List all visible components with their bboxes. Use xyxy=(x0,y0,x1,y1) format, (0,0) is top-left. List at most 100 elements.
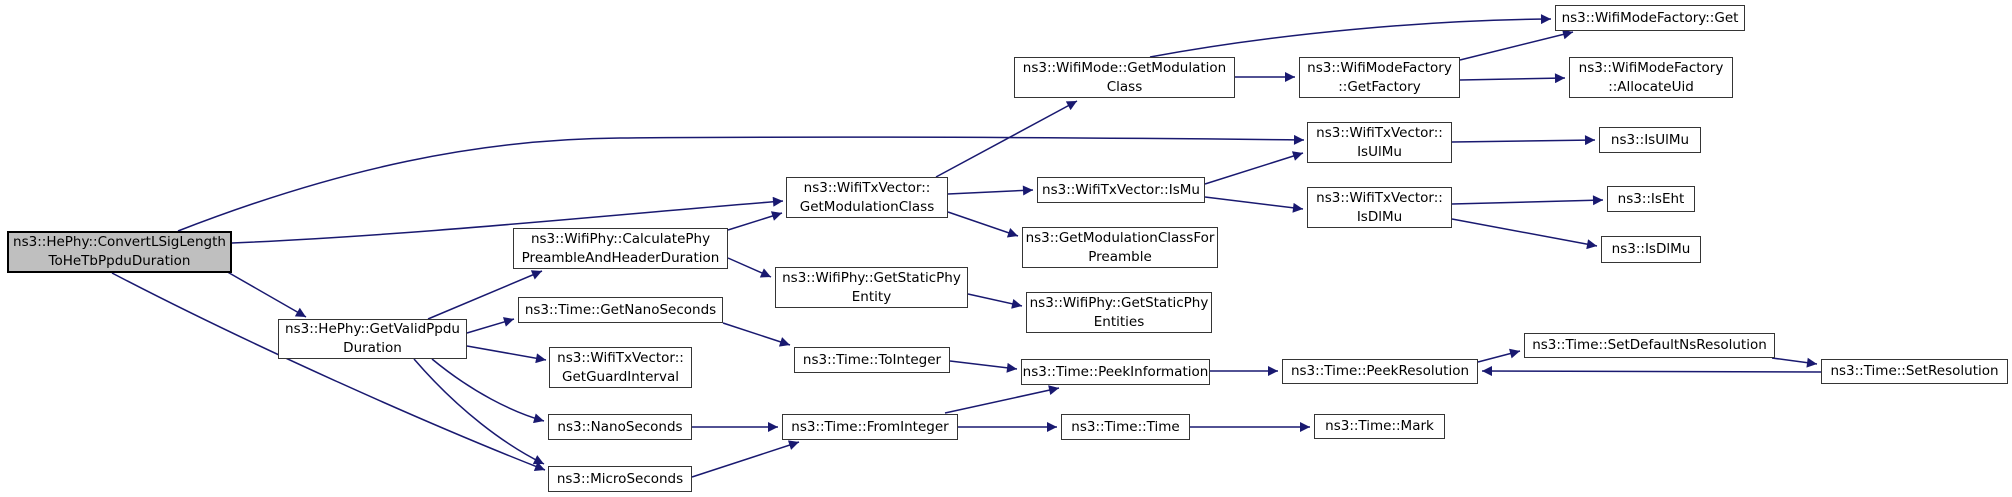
edge-tointeger-to-peekinfo xyxy=(949,360,1018,373)
node-isulmu[interactable]: ns3::IsUlMu xyxy=(1599,127,1701,153)
edge-convert-to-getvalid xyxy=(223,269,307,318)
edge-txgetmod-to-modegetmod xyxy=(935,100,1078,178)
edge-getstatic-to-getstatics xyxy=(967,293,1023,309)
node-txgetmod-label-line-0: ns3::WifiTxVector:: xyxy=(803,179,931,196)
edge-getvalid-to-calcphy xyxy=(427,270,543,320)
edge-convert-to-isulmu_tx xyxy=(177,134,1305,232)
node-isdlmu[interactable]: ns3::IsDlMu xyxy=(1601,236,1701,263)
node-peekinfo-label-line-0: ns3::Time::PeekInformation xyxy=(1022,363,1209,380)
node-getguard[interactable]: ns3::WifiTxVector::GetGuardInterval xyxy=(549,347,692,388)
node-setdefns[interactable]: ns3::Time::SetDefaultNsResolution xyxy=(1524,333,1775,358)
node-getguard-label-line-0: ns3::WifiTxVector:: xyxy=(557,349,684,366)
edge-calcphy-to-getstatic xyxy=(727,257,772,278)
node-convert-label-line-1: ToHeTbPpduDuration xyxy=(48,253,191,269)
node-timetime[interactable]: ns3::Time::Time xyxy=(1061,414,1190,440)
node-nanosec[interactable]: ns3::NanoSeconds xyxy=(548,414,692,440)
node-calcphy-label-line-0: ns3::WifiPhy::CalculatePhy xyxy=(530,230,711,247)
node-mark[interactable]: ns3::Time::Mark xyxy=(1314,414,1445,439)
node-convert-label-line-0: ns3::HePhy::ConvertLSigLength xyxy=(13,234,226,250)
node-isulmu_tx-label-line-0: ns3::WifiTxVector:: xyxy=(1316,124,1443,141)
node-getstatics-label-line-1: Entities xyxy=(1093,313,1145,330)
node-modegetmod-label-line-0: ns3::WifiMode::GetModulation xyxy=(1022,59,1227,76)
node-getvalid-label-line-1: Duration xyxy=(343,340,402,356)
node-modegetmod-label-line-1: Class xyxy=(1106,78,1143,95)
node-getfactory-label-line-1: ::GetFactory xyxy=(1338,78,1421,95)
edge-modegetmod-to-factoryget xyxy=(1149,14,1552,58)
edge-isdlmu_tx-to-isdlmu xyxy=(1451,218,1598,250)
edge-isulmu_tx-to-isulmu xyxy=(1451,135,1596,146)
node-microsec-label-line-0: ns3::MicroSeconds xyxy=(556,470,684,487)
node-txgetmod-label-line-1: GetModulationClass xyxy=(799,198,935,215)
node-getnano-label-line-0: ns3::Time::GetNanoSeconds xyxy=(524,301,717,318)
edge-getfactory-to-allocateuid xyxy=(1459,73,1566,84)
node-tointeger[interactable]: ns3::Time::ToInteger xyxy=(794,347,950,373)
node-setres-label-line-0: ns3::Time::SetResolution xyxy=(1830,363,1999,379)
edge-getvalid-to-getguard xyxy=(466,345,547,364)
edge-frominteger-to-peekinfo xyxy=(944,385,1060,414)
node-peekres-label-line-0: ns3::Time::PeekResolution xyxy=(1290,363,1470,379)
node-tointeger-label-line-0: ns3::Time::ToInteger xyxy=(802,351,942,368)
edge-microsec-to-frominteger xyxy=(691,440,800,478)
node-ismu-label-line-0: ns3::WifiTxVector::IsMu xyxy=(1042,181,1200,198)
edge-getvalid-to-microsec xyxy=(413,358,545,465)
edge-txgetmod-to-modclassfor xyxy=(947,211,1019,238)
node-factoryget-label-line-0: ns3::WifiModeFactory::Get xyxy=(1561,9,1739,26)
node-isdlmu_tx-label-line-0: ns3::WifiTxVector:: xyxy=(1316,189,1443,206)
node-txgetmod[interactable]: ns3::WifiTxVector::GetModulationClass xyxy=(786,177,948,218)
node-factoryget[interactable]: ns3::WifiModeFactory::Get xyxy=(1555,5,1745,31)
edge-getfactory-to-factoryget xyxy=(1459,29,1574,61)
edge-peekres-to-setdefns xyxy=(1477,348,1521,363)
node-allocateuid[interactable]: ns3::WifiModeFactory::AllocateUid xyxy=(1569,57,1733,98)
node-isdlmu_tx-label-line-1: IsDlMu xyxy=(1356,208,1403,225)
node-timetime-label-line-0: ns3::Time::Time xyxy=(1071,418,1180,435)
node-isulmu_tx-label-line-1: IsUlMu xyxy=(1357,143,1402,160)
edge-getvalid-to-getnano xyxy=(466,317,515,334)
node-getstatics-label-line-0: ns3::WifiPhy::GetStaticPhy xyxy=(1029,294,1209,311)
node-ismu[interactable]: ns3::WifiTxVector::IsMu xyxy=(1037,177,1205,203)
edge-getvalid-to-nanosec xyxy=(431,358,545,424)
node-calcphy-label-line-1: PreambleAndHeaderDuration xyxy=(521,249,720,266)
edge-ismu-to-isulmu_tx xyxy=(1204,151,1304,185)
node-getstatic-label-line-0: ns3::WifiPhy::GetStaticPhy xyxy=(782,269,961,286)
edge-getnano-to-tointeger xyxy=(722,322,791,347)
node-getguard-label-line-1: GetGuardInterval xyxy=(562,368,679,385)
node-setdefns-label-line-0: ns3::Time::SetDefaultNsResolution xyxy=(1532,337,1767,353)
node-allocateuid-label-line-0: ns3::WifiModeFactory xyxy=(1578,59,1724,76)
node-modclassfor-label-line-0: ns3::GetModulationClassFor xyxy=(1025,229,1215,246)
node-peekinfo[interactable]: ns3::Time::PeekInformation xyxy=(1021,359,1210,385)
node-getfactory[interactable]: ns3::WifiModeFactory::GetFactory xyxy=(1299,57,1460,98)
node-iseht[interactable]: ns3::IsEht xyxy=(1607,186,1695,212)
node-frominteger[interactable]: ns3::Time::FromInteger xyxy=(782,414,958,440)
node-getfactory-label-line-0: ns3::WifiModeFactory xyxy=(1307,59,1452,76)
node-isulmu_tx[interactable]: ns3::WifiTxVector::IsUlMu xyxy=(1307,122,1452,163)
edge-ismu-to-isdlmu_tx xyxy=(1204,196,1304,213)
edge-calcphy-to-txgetmod xyxy=(727,211,783,231)
edge-setdefns-to-setres xyxy=(1771,357,1818,368)
node-getnano[interactable]: ns3::Time::GetNanoSeconds xyxy=(518,297,723,323)
node-modclassfor-label-line-1: Preamble xyxy=(1088,248,1152,265)
edge-convert-to-microsec xyxy=(111,272,546,472)
node-getvalid-label-line-0: ns3::HePhy::GetValidPpdu xyxy=(285,321,460,337)
edge-convert-to-txgetmod xyxy=(231,196,784,244)
node-isdlmu_tx[interactable]: ns3::WifiTxVector::IsDlMu xyxy=(1307,187,1452,228)
node-mark-label-line-0: ns3::Time::Mark xyxy=(1325,418,1434,434)
node-setres[interactable]: ns3::Time::SetResolution xyxy=(1821,359,2008,384)
node-nanosec-label-line-0: ns3::NanoSeconds xyxy=(557,418,683,435)
edge-isdlmu_tx-to-iseht xyxy=(1451,195,1604,206)
node-iseht-label-line-0: ns3::IsEht xyxy=(1617,190,1685,207)
node-microsec[interactable]: ns3::MicroSeconds xyxy=(548,466,692,492)
node-getstatic-label-line-1: Entity xyxy=(851,288,892,305)
node-peekres[interactable]: ns3::Time::PeekResolution xyxy=(1282,359,1478,384)
node-allocateuid-label-line-1: ::AllocateUid xyxy=(1608,78,1694,95)
edge-txgetmod-to-ismu xyxy=(947,185,1034,196)
node-isulmu-label-line-0: ns3::IsUlMu xyxy=(1610,131,1690,148)
